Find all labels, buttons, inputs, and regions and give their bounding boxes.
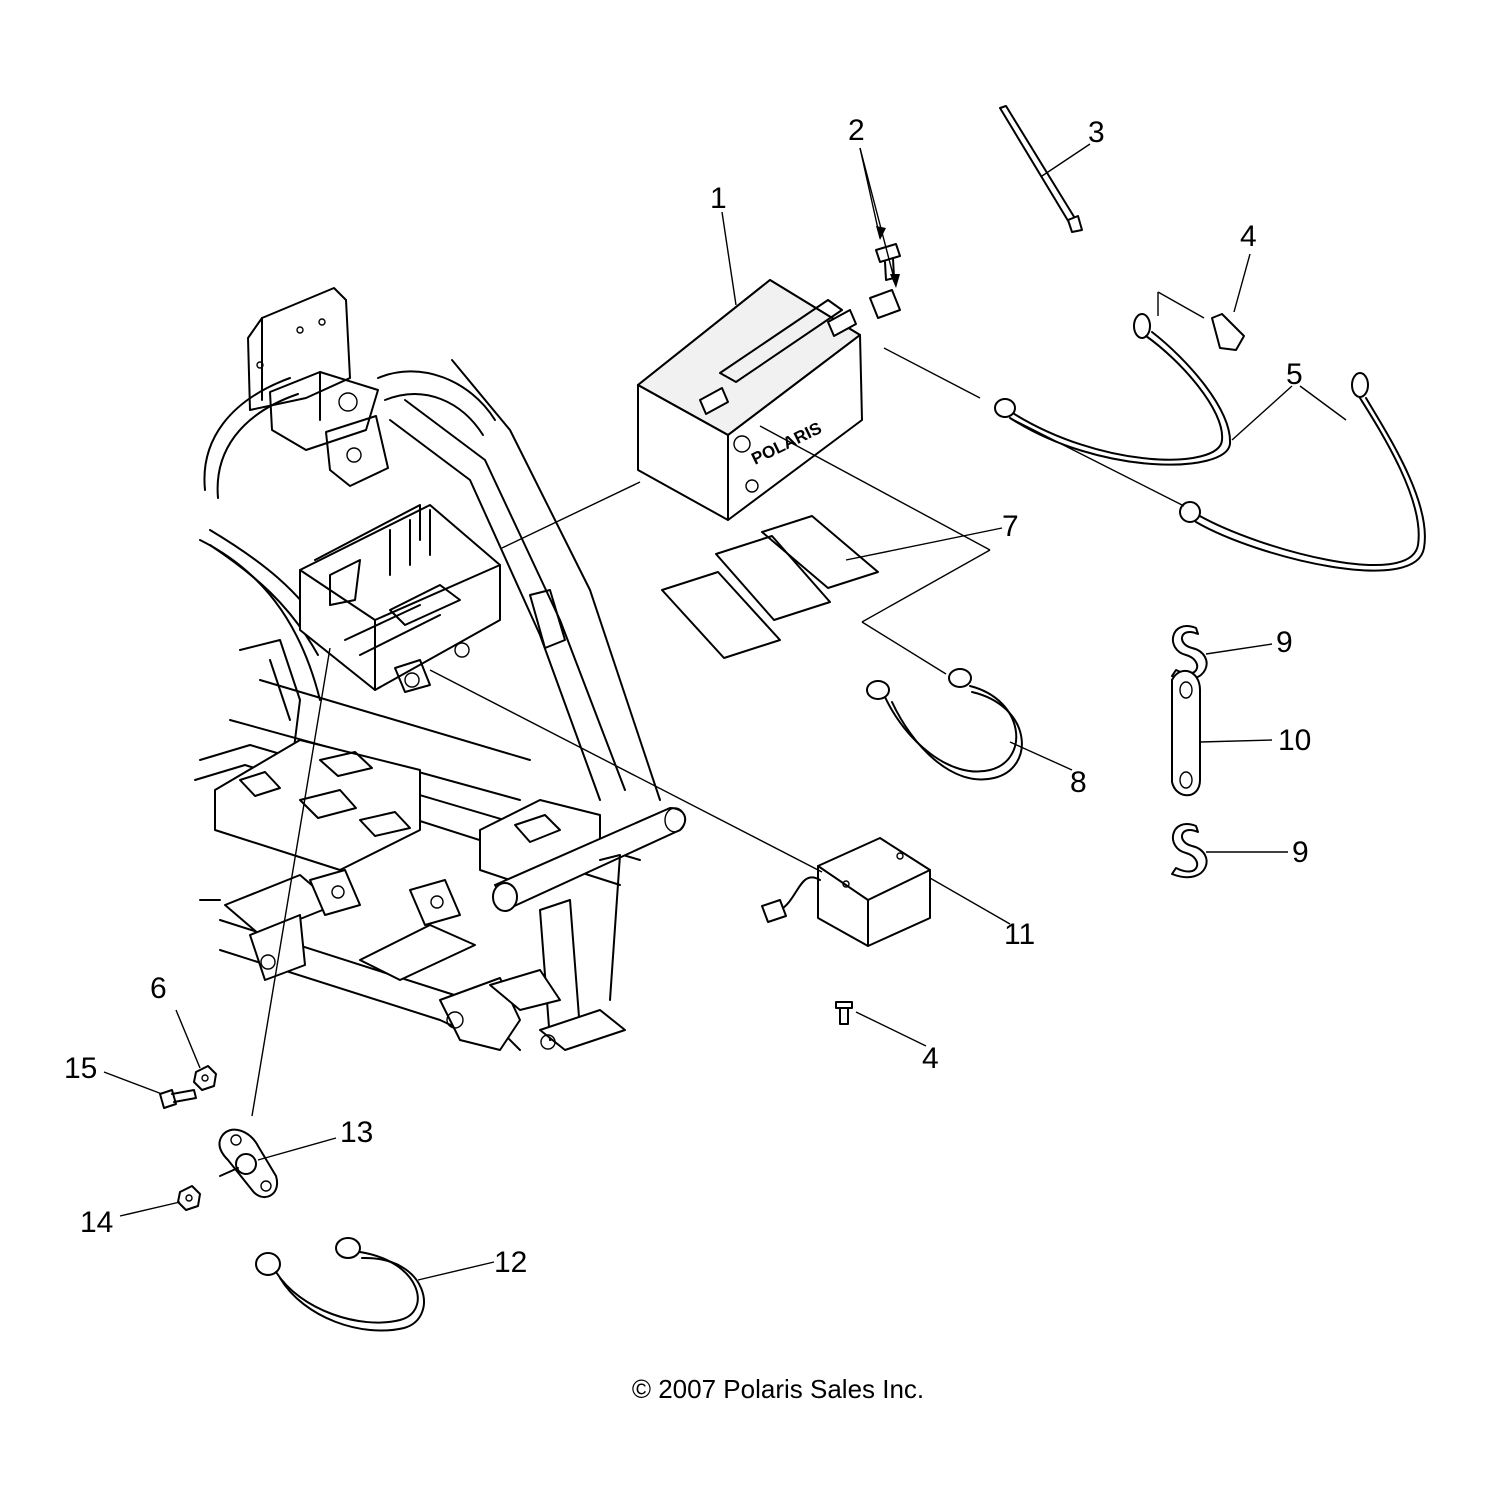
callout-9-lower: 9 (1292, 836, 1309, 869)
callout-4-lower: 4 (922, 1042, 939, 1075)
callout-2: 2 (848, 114, 865, 147)
callout-10: 10 (1278, 724, 1311, 757)
copyright-notice: © 2007 Polaris Sales Inc. (632, 1374, 924, 1404)
connector-link (1171, 669, 1201, 797)
callout-13: 13 (340, 1116, 373, 1149)
callout-11: 11 (1004, 918, 1035, 951)
callout-6: 6 (150, 972, 167, 1005)
callout-labels: 1 2 3 4 5 7 9 10 8 9 11 4 6 15 13 14 12 (64, 114, 1311, 1279)
screw-upper (1211, 313, 1245, 351)
callout-5: 5 (1286, 358, 1303, 391)
rubber-mount (218, 1128, 279, 1198)
screw-lower (835, 1001, 853, 1025)
battery-decals (661, 515, 879, 659)
callout-7: 7 (1002, 510, 1019, 543)
leader-lines (103, 143, 1347, 1281)
callout-9-upper: 9 (1276, 626, 1293, 659)
vehicle-frame (194, 287, 687, 1051)
electrical-module (761, 837, 931, 947)
callout-4-upper: 4 (1240, 220, 1257, 253)
battery-hold-down-strap (999, 105, 1083, 233)
ground-strap-cable (255, 1237, 425, 1332)
nut (193, 1065, 217, 1091)
terminal-nut-block (869, 289, 901, 319)
battery: POLARIS (637, 279, 863, 521)
c-clip-upper (1171, 625, 1208, 681)
callout-1: 1 (710, 182, 727, 215)
c-clip-lower (1171, 823, 1208, 879)
bolt (159, 1089, 197, 1109)
callout-12: 12 (494, 1246, 527, 1279)
callout-8: 8 (1070, 766, 1087, 799)
callout-15: 15 (64, 1052, 97, 1085)
callout-14: 14 (80, 1206, 113, 1239)
mount-nut (177, 1185, 201, 1211)
callout-3: 3 (1088, 116, 1105, 149)
battery-cables (994, 313, 1426, 572)
ground-cable (866, 668, 1023, 781)
